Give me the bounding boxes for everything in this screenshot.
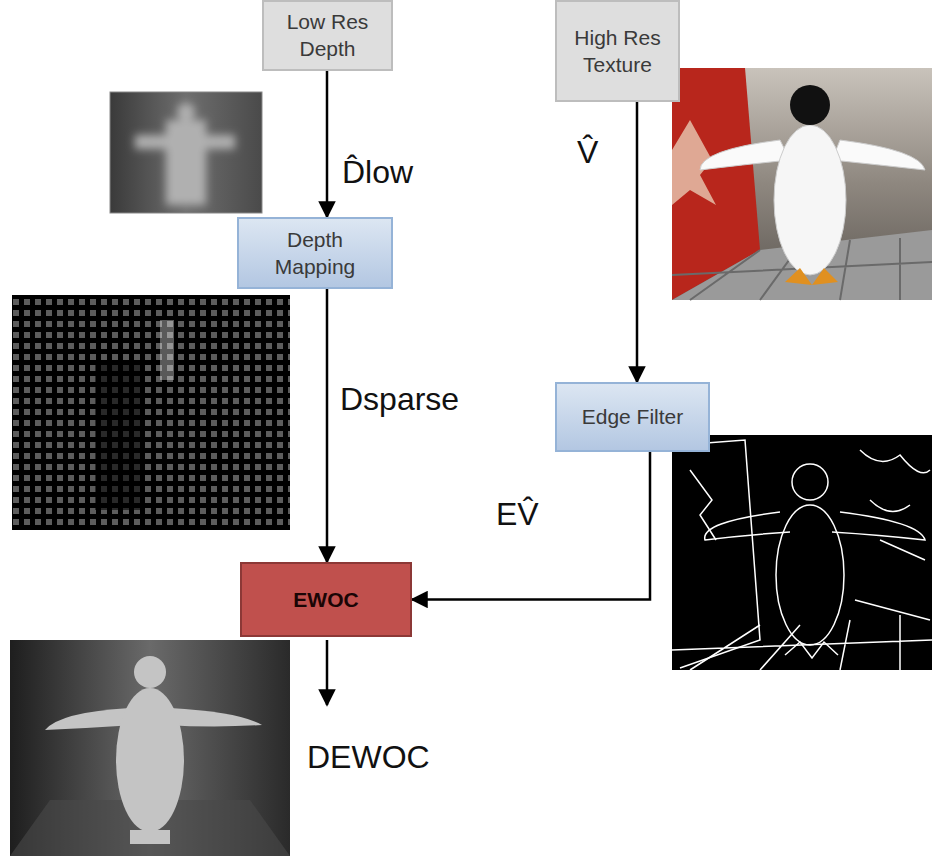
final-depth-image [10,640,290,856]
sparse-depth-image [12,295,290,530]
output-arrow [326,640,329,705]
low-res-depth-image [110,92,262,213]
signal-label: Dsparse [338,382,461,417]
core-process-box: EWOC [240,562,412,637]
process-box: Depth Mapping [237,217,393,289]
box-label: High Res Texture [565,24,670,79]
signal-label: D̂low [340,155,415,190]
box-label: EWOC [293,586,358,613]
texture-photo [672,68,932,300]
edge-map-image [672,435,932,670]
signal-label: V̂ [575,135,600,170]
box-label: Depth Mapping [247,226,383,281]
input-box: High Res Texture [555,0,680,102]
input-box: Low Res Depth [262,0,393,71]
flow-arrow [636,102,639,382]
flow-arrow [412,452,650,600]
box-label: Edge Filter [582,403,684,430]
flow-arrow [326,289,329,562]
signal-label: EV̂ [494,497,541,532]
box-label: Low Res Depth [272,8,383,63]
process-box: Edge Filter [555,382,710,452]
flow-arrow [326,71,329,217]
signal-label: DEWOC [305,740,432,775]
